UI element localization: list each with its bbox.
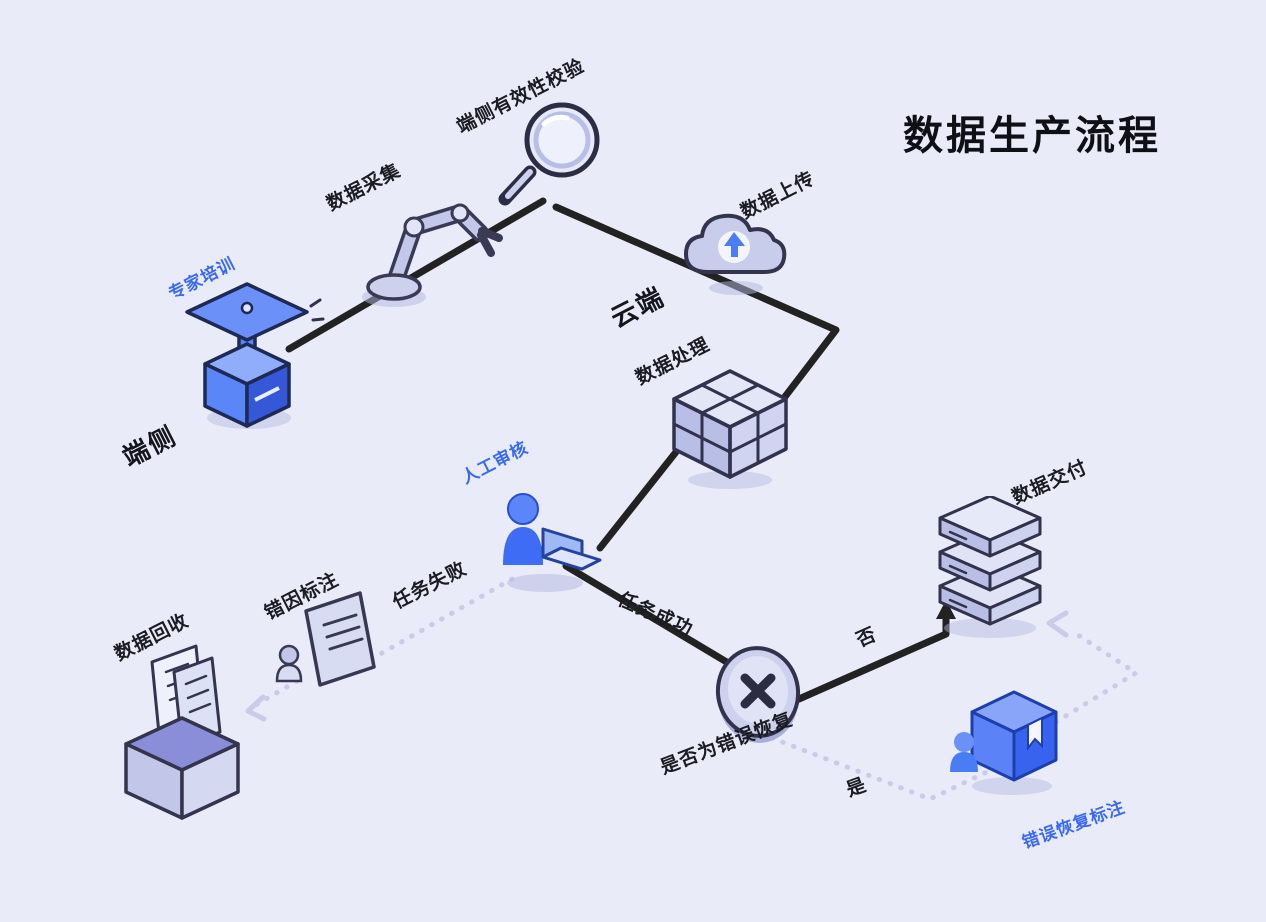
recycle-box-icon — [112, 628, 257, 833]
arrowhead-delivery — [936, 600, 956, 619]
magnifier-icon — [492, 92, 622, 222]
arrowhead-delivery-dotted — [1046, 610, 1069, 638]
edge-errorcause-to-recycle — [251, 678, 300, 709]
cloud-upload-icon — [678, 200, 798, 305]
person-laptop-icon — [485, 483, 615, 603]
edge-review-to-decision — [562, 562, 744, 674]
decision-disk-x-icon — [710, 642, 815, 757]
edge-decision-to-recovery — [769, 735, 996, 802]
graduation-cap-icon — [175, 278, 325, 438]
recovery-book-icon — [948, 678, 1078, 808]
edge-recovery-to-delivery — [1053, 628, 1141, 725]
robot-arm-icon — [322, 165, 507, 320]
annotated-document-icon — [272, 585, 392, 720]
cube-icon — [665, 365, 800, 495]
edge-training-to-validity — [285, 197, 547, 353]
edge-validity-to-processing — [552, 203, 840, 402]
page-title: 数据生产流程 — [903, 114, 1161, 158]
server-stack-icon — [928, 494, 1058, 646]
arrowhead-recycle — [245, 694, 267, 722]
edge-review-to-errorcause — [365, 576, 515, 664]
edge-decision-to-delivery — [795, 612, 950, 703]
edge-processing-to-review — [596, 448, 680, 552]
